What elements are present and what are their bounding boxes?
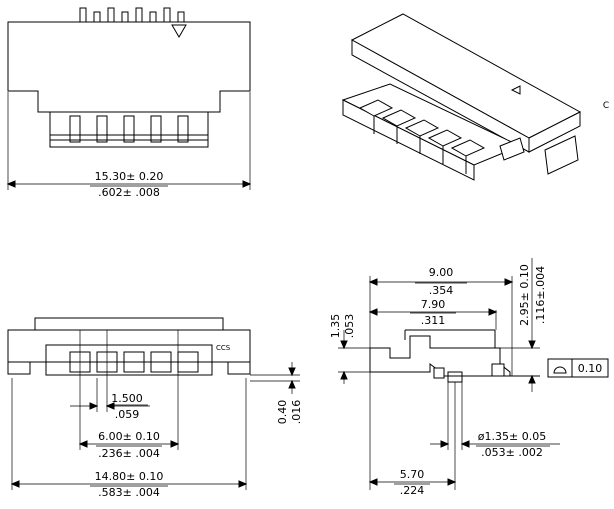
inner-depth-in-label: .311 xyxy=(421,314,446,327)
isometric-view: C xyxy=(341,13,609,181)
overall-width-in-label: .602± .008 xyxy=(98,186,160,199)
pitch-in-label: .059 xyxy=(115,408,140,421)
pitch-mm-label: 1.500 xyxy=(111,392,143,405)
side-view: 9.00 .354 7.90 .311 1.35 .053 2.95± 0.10… xyxy=(329,258,609,497)
depth-mm-label: 9.00 xyxy=(429,266,454,279)
peg-offset-mm-label: 5.70 xyxy=(400,468,425,481)
span-mm-label: 6.00± 0.10 xyxy=(98,430,160,443)
flatness-value-label: 0.10 xyxy=(578,362,603,375)
ccs-label: CCS xyxy=(216,344,231,352)
body-width-mm-label: 14.80± 0.10 xyxy=(95,470,164,483)
height-in-label: .116±.004 xyxy=(534,266,547,324)
span-in-label: .236± .004 xyxy=(98,447,160,460)
edge-mark-label: C xyxy=(603,101,609,111)
lead-thickness-in-label: .016 xyxy=(290,400,303,425)
peg-diameter-mm-label: ø1.35± 0.05 xyxy=(478,430,546,443)
peg-diameter-in-label: .053± .002 xyxy=(481,446,543,459)
lead-thickness-mm-label: 0.40 xyxy=(276,400,289,425)
top-view: 15.30± 0.20 .602± .008 xyxy=(6,7,252,199)
overall-width-mm-label: 15.30± 0.20 xyxy=(95,170,164,183)
height-mm-label: 2.95± 0.10 xyxy=(518,264,531,326)
front-view: CCS 0.40 .016 1.500 .059 6.00± 0.10 .236… xyxy=(7,317,303,499)
peg-offset-in-label: .224 xyxy=(400,484,425,497)
body-width-in-label: .583± .004 xyxy=(98,486,160,499)
inner-depth-mm-label: 7.90 xyxy=(421,298,446,311)
step-height-in-label: .053 xyxy=(343,314,356,339)
step-height-mm-label: 1.35 xyxy=(329,314,342,339)
depth-in-label: .354 xyxy=(429,284,454,297)
